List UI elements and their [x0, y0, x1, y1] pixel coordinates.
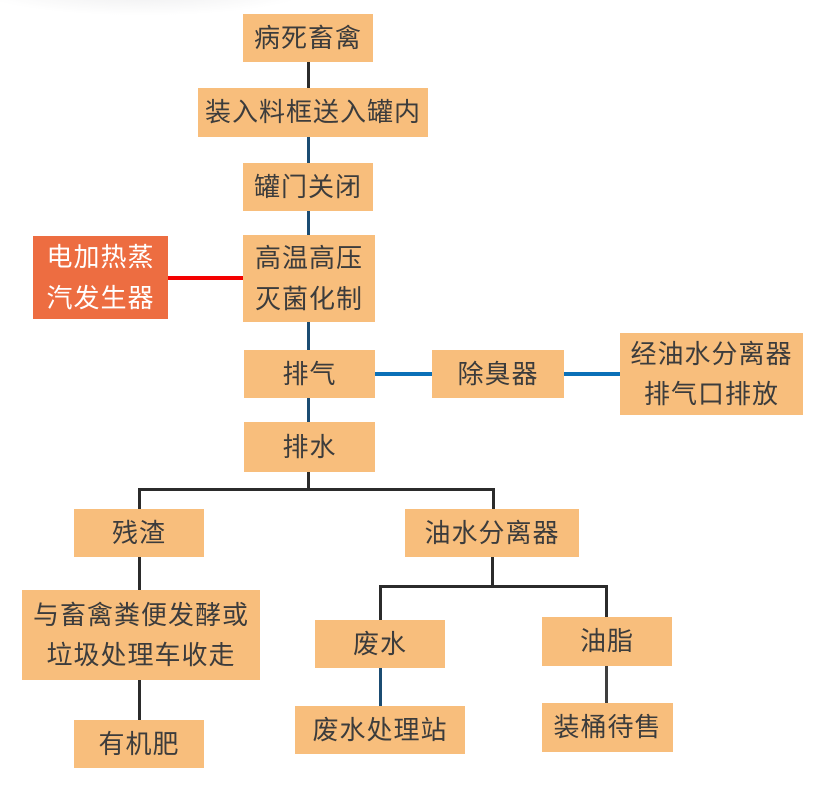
node-sick-livestock: 病死畜禽 [243, 14, 373, 62]
node-exhaust: 排气 [244, 350, 375, 398]
edge-wastewater-to-plant [379, 668, 382, 706]
edge-exhaust-to-deodorizer [375, 372, 432, 376]
node-label: 油水分离器 [424, 517, 560, 548]
edge-branch-to-wastewater [379, 585, 382, 620]
edge-residue-to-ferment [138, 557, 141, 590]
node-label-line1: 经油水分离器 [630, 338, 793, 369]
edge-deodorizer-to-outlet [564, 372, 620, 376]
node-label: 排气 [282, 358, 337, 389]
node-label: 油脂 [579, 626, 634, 657]
node-deodorizer: 除臭器 [432, 350, 564, 398]
node-sterilization: 高温高压 灭菌化制 [243, 235, 375, 322]
edge-grease-to-barrel [605, 666, 608, 703]
node-label: 废水 [352, 628, 407, 659]
node-organic-fertilizer: 有机肥 [74, 720, 204, 768]
node-label-line2: 垃圾处理车收走 [46, 640, 236, 670]
edge-steril-to-exhaust [307, 322, 310, 350]
edge-sick-to-load [307, 62, 310, 88]
edge-branch-to-separator [492, 488, 495, 509]
node-exhaust-outlet: 经油水分离器 排气口排放 [620, 333, 803, 415]
node-label-line1: 电加热蒸 [46, 242, 155, 273]
node-label-line2: 灭菌化制 [254, 283, 363, 314]
node-steam-generator: 电加热蒸 汽发生器 [33, 236, 168, 319]
node-barrel-sale: 装桶待售 [542, 703, 673, 752]
edge-drainage-branch-bar [138, 488, 495, 491]
node-label: 残渣 [111, 517, 166, 548]
node-residue: 残渣 [74, 509, 204, 557]
edge-ferment-to-fertilizer [138, 680, 141, 720]
node-label: 装入料框送入罐内 [204, 97, 421, 128]
edge-doorclosed-to-steril [307, 211, 310, 235]
edge-steamgen-to-steril [168, 276, 243, 280]
node-wastewater-plant: 废水处理站 [295, 706, 465, 754]
edge-separator-stem [491, 557, 494, 585]
node-label: 装桶待售 [553, 712, 662, 743]
edge-branch-to-residue [138, 488, 141, 509]
node-label: 除臭器 [457, 358, 539, 389]
node-label: 废水处理站 [312, 714, 448, 745]
node-load-into-tank: 装入料框送入罐内 [198, 88, 428, 137]
node-tank-door-closed: 罐门关闭 [243, 163, 373, 211]
node-label-line1: 高温高压 [254, 243, 363, 274]
edge-exhaust-to-drainage [307, 398, 310, 422]
edge-drainage-stem [307, 472, 310, 488]
node-label: 病死畜禽 [253, 22, 362, 53]
node-wastewater: 废水 [315, 620, 445, 668]
edge-load-to-doorclosed [307, 137, 310, 163]
node-label: 排水 [282, 431, 337, 462]
node-oil-water-separator: 油水分离器 [405, 509, 579, 557]
node-drainage: 排水 [244, 422, 375, 472]
node-label-line2: 汽发生器 [46, 282, 155, 313]
node-label: 罐门关闭 [253, 171, 362, 202]
node-fermentation: 与畜禽粪便发酵或 垃圾处理车收走 [22, 590, 260, 680]
node-label: 有机肥 [98, 728, 180, 759]
edge-branch-to-grease [605, 585, 608, 617]
node-label-line1: 与畜禽粪便发酵或 [32, 599, 249, 630]
edge-separator-branch-bar [379, 585, 608, 588]
node-label-line2: 排气口排放 [643, 379, 779, 409]
node-grease: 油脂 [542, 617, 672, 666]
